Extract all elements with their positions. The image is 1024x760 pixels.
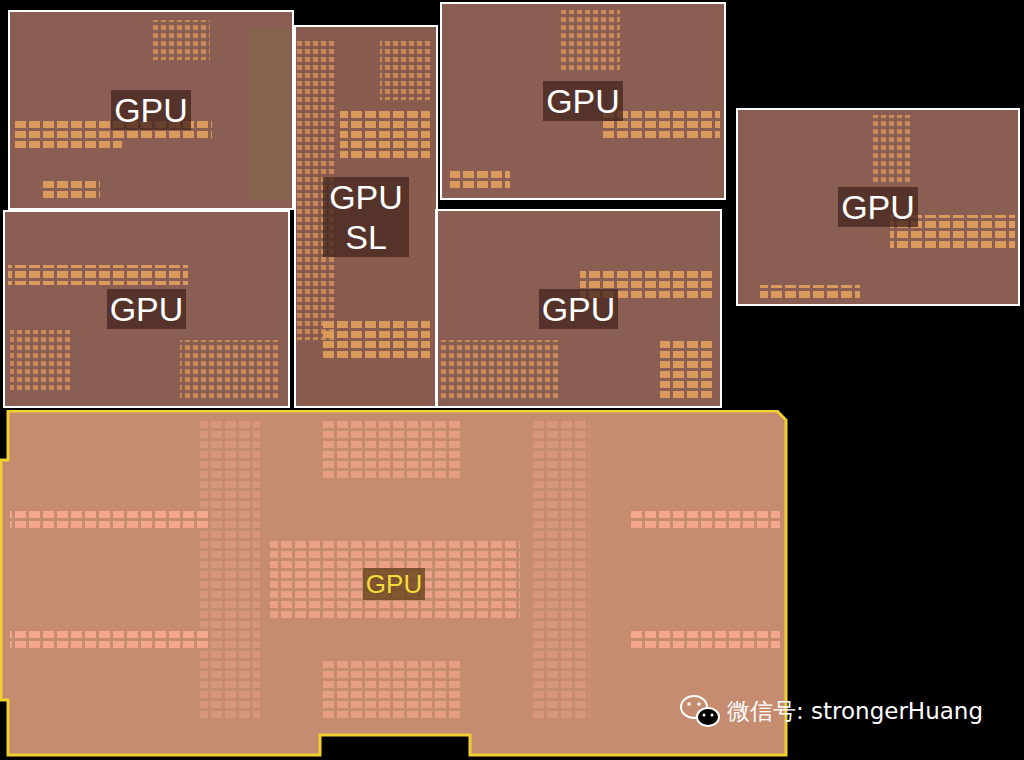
gpu-block: GPU — [435, 209, 722, 408]
watermark: 微信号: strongerHuang — [727, 696, 983, 726]
block-label: GPU — [539, 289, 619, 329]
gpu-block: GPU SL — [294, 25, 438, 408]
block-label: GPU — [543, 81, 623, 121]
block-label: GPU SL — [323, 177, 409, 257]
gpu-die-region: GPU — [0, 410, 788, 758]
wechat-icon — [681, 696, 719, 726]
block-label: GPU — [363, 568, 425, 600]
gpu-block: GPU — [8, 10, 294, 210]
gpu-block: GPU — [736, 108, 1020, 306]
gpu-block: GPU — [3, 210, 290, 408]
block-label: GPU — [107, 289, 187, 329]
gpu-block: GPU — [440, 2, 726, 200]
block-label: GPU — [838, 187, 918, 227]
block-label: GPU — [111, 90, 191, 130]
